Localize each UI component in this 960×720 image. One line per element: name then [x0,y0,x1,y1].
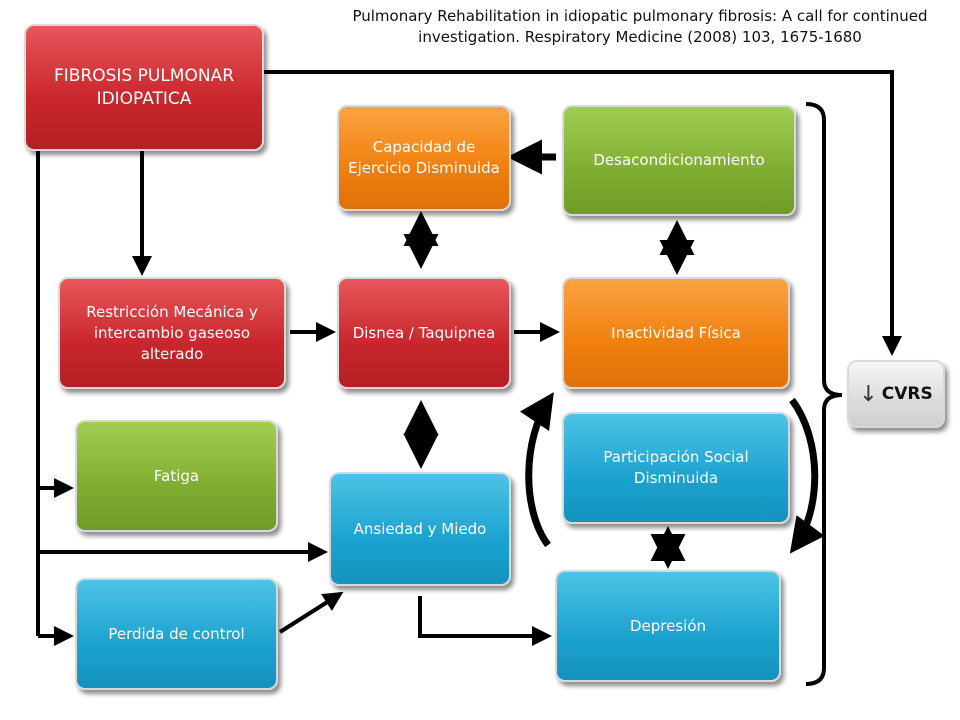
arrow-perdida-to-ansiedad [278,591,344,634]
node-fibrosis-pulmonar-idiopatica: FIBROSIS PULMONAR IDIOPATICA [24,24,264,151]
down-arrow-icon: ↓ [859,381,878,407]
node-desacondicionamiento: Desacondicionamiento [562,105,796,216]
node-perdida-control: Perdida de control [75,578,278,690]
node-inactividad-fisica: Inactividad Física [562,277,790,389]
arrow-fpi-to-cvrs [262,70,902,356]
arrow-ansiedad-to-depresion [418,596,552,646]
node-participacion-social: Participación Social Disminuida [562,412,790,524]
node-depresion: Depresión [555,570,781,682]
node-disnea: Disnea / Taquipnea [337,277,511,389]
node-cvrs: ↓ CVRS [847,360,945,428]
group-bracket [805,102,843,686]
arc-left [519,392,554,548]
node-capacidad-ejercicio: Capacidad de Ejercicio Disminuida [337,105,511,211]
citation-line-1: Pulmonary Rehabilitation in idiopatic pu… [352,7,928,25]
node-fatiga: Fatiga [75,420,278,532]
citation-line-2: investigation. Respiratory Medicine (200… [418,28,862,46]
node-restriccion-mecanica: Restricción Mecánica y intercambio gaseo… [58,277,286,389]
node-ansiedad-miedo: Ansiedad y Miedo [329,472,511,586]
arc-right [789,397,825,554]
citation: Pulmonary Rehabilitation in idiopatic pu… [330,6,950,48]
